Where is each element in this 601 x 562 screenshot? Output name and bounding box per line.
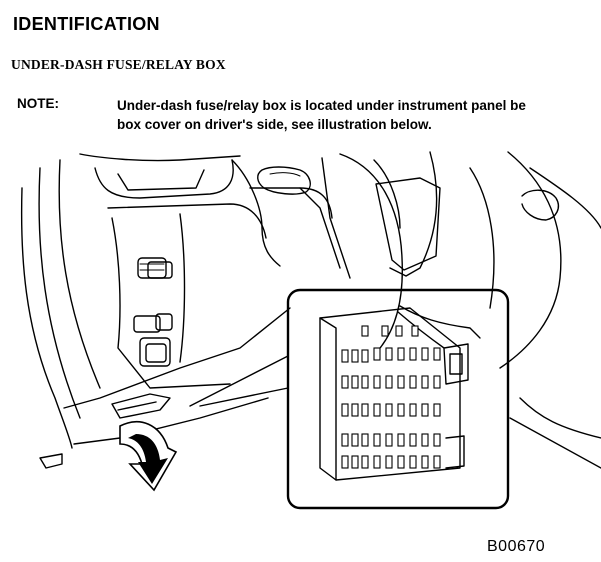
- figure-code: B00670: [487, 538, 546, 555]
- illustration: [0, 148, 601, 528]
- note-line-2: box cover on driver's side, see illustra…: [117, 117, 432, 132]
- note-line-1: Under-dash fuse/relay box is located und…: [117, 98, 526, 113]
- fuse-slots: [341, 325, 441, 469]
- note-label: NOTE:: [17, 96, 59, 111]
- curved-arrow-down-icon: [119, 421, 178, 492]
- dashboard-illustration: [20, 151, 601, 510]
- section-heading: IDENTIFICATION: [13, 14, 160, 34]
- section-subheading: UNDER-DASH FUSE/RELAY BOX: [11, 57, 226, 72]
- note-text: Under-dash fuse/relay box is located und…: [117, 96, 601, 134]
